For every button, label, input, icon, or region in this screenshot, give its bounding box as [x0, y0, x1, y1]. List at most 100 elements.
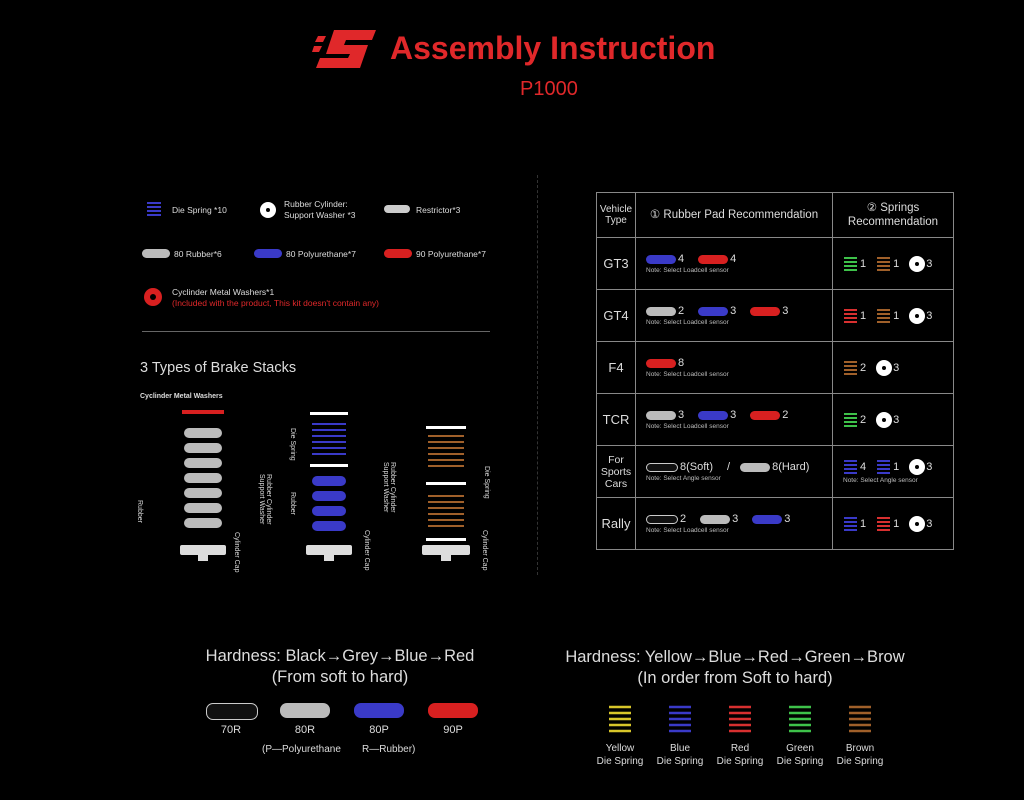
stack2-support-washer-label: Rubber Cylinder Support Washer [258, 474, 272, 525]
page-title: Assembly Instruction [390, 30, 716, 66]
pad-sample-label: 80R [294, 724, 316, 736]
model-name: P1000 [520, 78, 578, 100]
pad-sample-icon [354, 703, 404, 718]
green-die-spring-icon [789, 705, 811, 733]
die-spring-icon [877, 460, 891, 474]
red-pad-icon [698, 254, 729, 264]
legend-rubber-80: 80 Rubber*6 [174, 249, 222, 259]
stack2-rubber-label: Rubber [289, 492, 296, 515]
parts-legend: Die Spring *10 Rubber Cylinder: Support … [0, 0, 1024, 308]
red-die-spring-icon [729, 705, 751, 733]
pad-cell: 8(Soft)/8(Hard)Note: Select Angle sensor [635, 445, 833, 498]
stacks-title: 3 Types of Brake Stacks [140, 360, 297, 376]
pad-count: 2 [678, 305, 685, 317]
stack2-die-spring-label: Die Spring [289, 428, 296, 461]
restrictor-icon [384, 205, 410, 213]
sensor-note: Note: Select Loadcell sensor [646, 527, 729, 534]
black-pad-icon [646, 514, 678, 524]
pad-note-p: (P—Polyurethane [262, 744, 341, 755]
red-pad-icon [646, 358, 676, 368]
brake-stacks-diagram [180, 410, 470, 561]
sensor-note: Note: Select Loadcell sensor [646, 371, 729, 378]
sensor-note: Note: Select Angle sensor [843, 477, 918, 484]
spring-count: 1 [860, 309, 867, 322]
pad-count: 2 [782, 409, 789, 421]
vehicle-type: TCR [596, 393, 636, 446]
pad-count: 2 [680, 513, 687, 525]
pad-note-r: R—Rubber) [362, 744, 416, 755]
legend-die-spring: Die Spring *10 [172, 205, 227, 215]
legend-rubber-cylinder: Rubber Cylinder: [284, 199, 348, 209]
legend-poly-80: 80 Polyurethane*7 [286, 249, 356, 259]
poly-90-icon [384, 249, 412, 258]
spring-count: 1 [893, 257, 900, 270]
legend-poly-90: 90 Polyurethane*7 [416, 249, 486, 259]
pad-count: 4 [678, 253, 685, 265]
die-spring-icon [844, 256, 857, 271]
spring-count: 2 [860, 361, 867, 374]
pad-count: 8(Hard) [772, 461, 810, 473]
die-spring-icon [877, 256, 891, 271]
legend-support-washer: Support Washer *3 [284, 210, 356, 220]
vehicle-type: Rally [596, 497, 636, 550]
washer-count: 3 [926, 461, 933, 473]
die-spring-icon [844, 516, 857, 531]
poly-80-icon [254, 249, 282, 258]
die-spring-icon [877, 516, 891, 531]
rubber-80-icon [142, 249, 170, 258]
red-pad-icon [750, 410, 781, 420]
blue-pad-icon [646, 254, 676, 264]
spring-sample-type: Die Spring [836, 756, 884, 767]
spring-hardness-title: Hardness: Yellow→Blue→Red→Green→Brow [565, 648, 905, 666]
black-pad-icon [646, 462, 678, 472]
sensor-note: Note: Select Loadcell sensor [646, 319, 729, 326]
washer-icon [909, 459, 926, 475]
pad-sample-label: 70R [220, 724, 242, 736]
pad-count: 3 [678, 409, 685, 421]
blue-pad-icon [698, 410, 729, 420]
vertical-divider [537, 175, 538, 575]
pad-sample-icon [206, 703, 258, 720]
washer-icon [909, 307, 926, 324]
die-spring-icon [877, 308, 891, 323]
washer-count: 3 [893, 361, 900, 374]
die-spring-icon [147, 202, 161, 216]
pad-count: 3 [730, 305, 737, 317]
grey-pad-icon [646, 410, 676, 420]
spring-count: 1 [893, 461, 900, 473]
brand-logo-icon [312, 30, 376, 68]
sensor-note: Note: Select Loadcell sensor [646, 423, 729, 430]
blue-die-spring-icon [669, 705, 691, 733]
pad-sample-icon [428, 703, 478, 718]
blue-pad-icon [698, 306, 729, 316]
pad-separator: / [727, 461, 731, 473]
spring-count: 1 [860, 257, 867, 270]
pad-count: 3 [730, 409, 737, 421]
pad-sample-icon [280, 703, 330, 718]
section-divider [142, 331, 490, 332]
washer-icon [909, 515, 926, 532]
spring-hardness-subtitle: (In order from Soft to hard) [637, 669, 833, 687]
die-spring-icon [844, 412, 857, 427]
metal-washer-icon [144, 288, 162, 306]
pad-count: 3 [732, 513, 739, 525]
blue-pad-icon [752, 514, 783, 524]
pad-count: 8 [678, 357, 685, 369]
die-spring-icon [844, 460, 857, 474]
header-vehicle-type: Vehicle Type [596, 192, 636, 238]
spring-sample-name: Blue [669, 743, 690, 754]
spring-sample-name: Yellow [605, 743, 635, 754]
spring-sample-name: Red [730, 743, 750, 754]
spring-sample-type: Die Spring [776, 756, 824, 767]
washer-count: 3 [893, 413, 900, 426]
spring-sample-type: Die Spring [596, 756, 644, 767]
pad-count: 3 [782, 305, 789, 317]
